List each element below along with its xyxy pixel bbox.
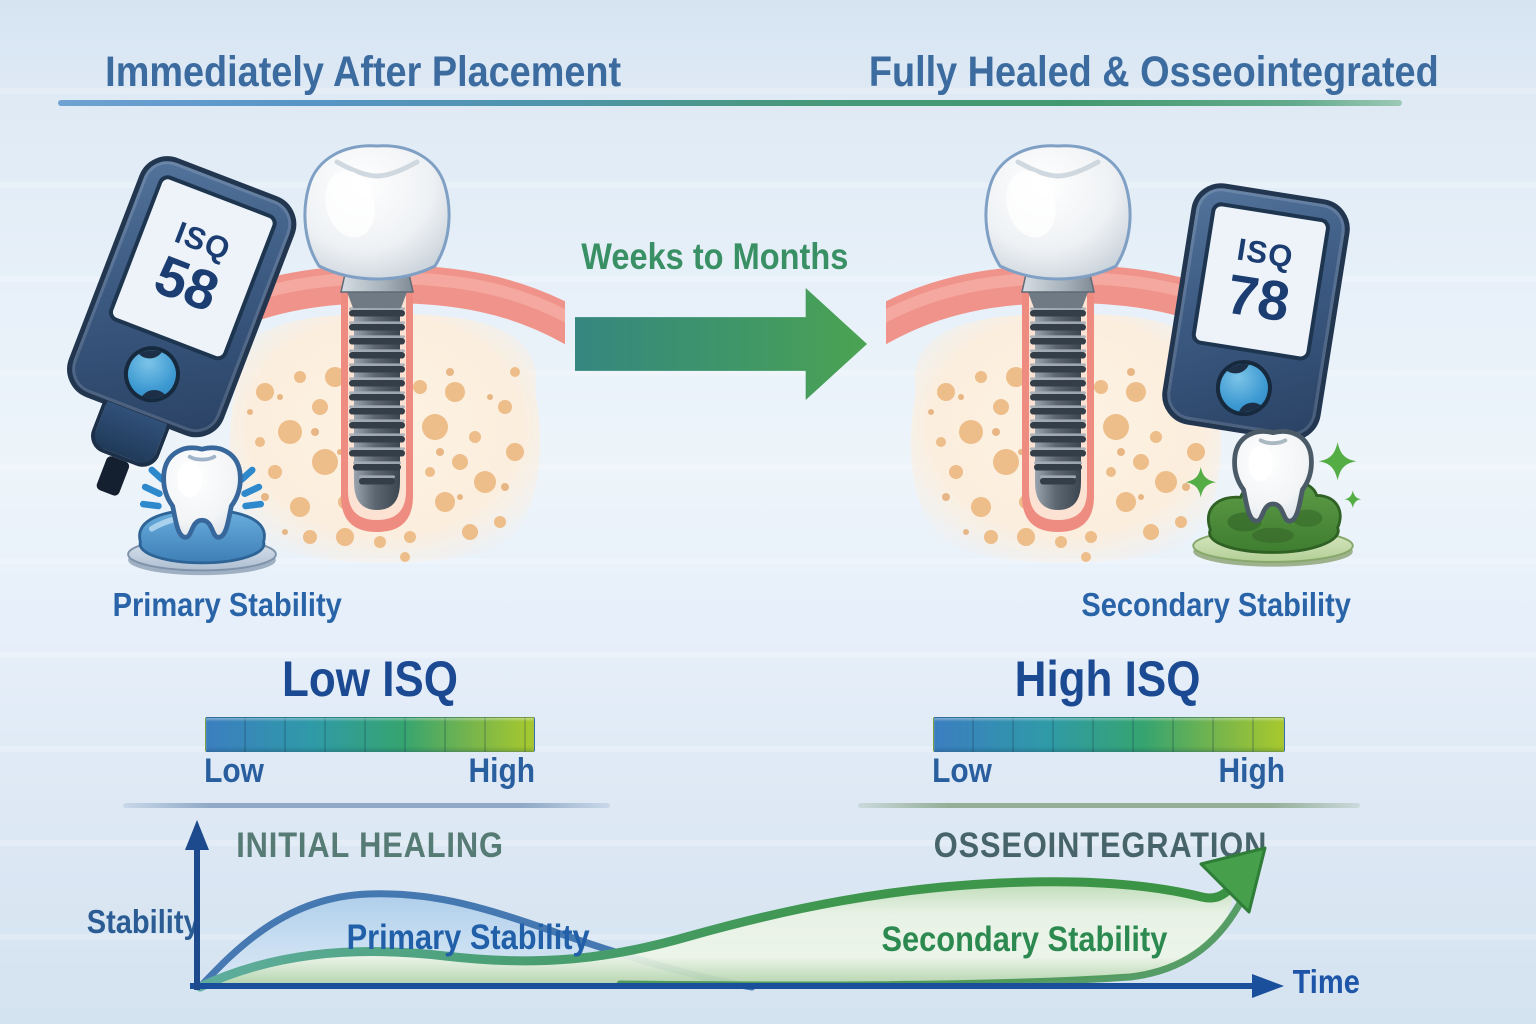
scale-low-label: Low: [932, 752, 992, 790]
scale-high-label: High: [468, 752, 536, 790]
isq-scale-endpoints: Low High: [200, 752, 540, 791]
isq-value: 78: [1222, 261, 1295, 334]
device-button-icon: [115, 338, 189, 411]
isq-scale-bar-left: [205, 717, 535, 752]
header-divider: [58, 100, 1402, 106]
x-axis-label: Time: [1292, 963, 1360, 1000]
scale-low-label: Low: [204, 752, 264, 790]
left-panel-title: Immediately After Placement: [105, 48, 622, 96]
primary-stability-caption: Primary Stability: [112, 586, 342, 623]
osseointegration-phase-label: OSSEOINTEGRATION: [933, 826, 1267, 865]
low-isq-title: Low ISQ: [282, 651, 458, 707]
isq-meter-screen: ISQ 78: [1190, 200, 1332, 362]
sparkle-icon: [1185, 442, 1362, 508]
x-axis: [190, 974, 1284, 998]
section-divider-left: [123, 803, 610, 808]
isq-meter-screen: ISQ 58: [106, 172, 280, 364]
transition-duration-label: Weeks to Months: [581, 236, 849, 277]
right-panel-title: Fully Healed & Osseointegrated: [868, 48, 1439, 96]
scale-high-label: High: [1218, 752, 1286, 790]
isq-scale-endpoints: Low High: [928, 752, 1290, 791]
loose-tooth-on-cushion-icon: [127, 445, 277, 576]
y-axis-label: Stability: [86, 903, 200, 940]
device-button-icon: [1211, 356, 1276, 421]
high-isq-title: High ISQ: [1015, 651, 1201, 707]
stable-tooth-on-bone-icon: [1185, 429, 1362, 567]
shake-lines-icon: [139, 466, 265, 510]
x-axis-arrowhead-icon: [1252, 974, 1284, 998]
section-divider-right: [858, 803, 1360, 808]
isq-scale-bar-right: [933, 717, 1285, 752]
right-arrow-icon: [575, 288, 867, 400]
initial-healing-phase-label: INITIAL HEALING: [236, 826, 504, 865]
primary-curve-label: Primary Stability: [346, 918, 590, 957]
secondary-stability-caption: Secondary Stability: [1081, 586, 1351, 623]
secondary-curve-label: Secondary Stability: [881, 920, 1168, 959]
